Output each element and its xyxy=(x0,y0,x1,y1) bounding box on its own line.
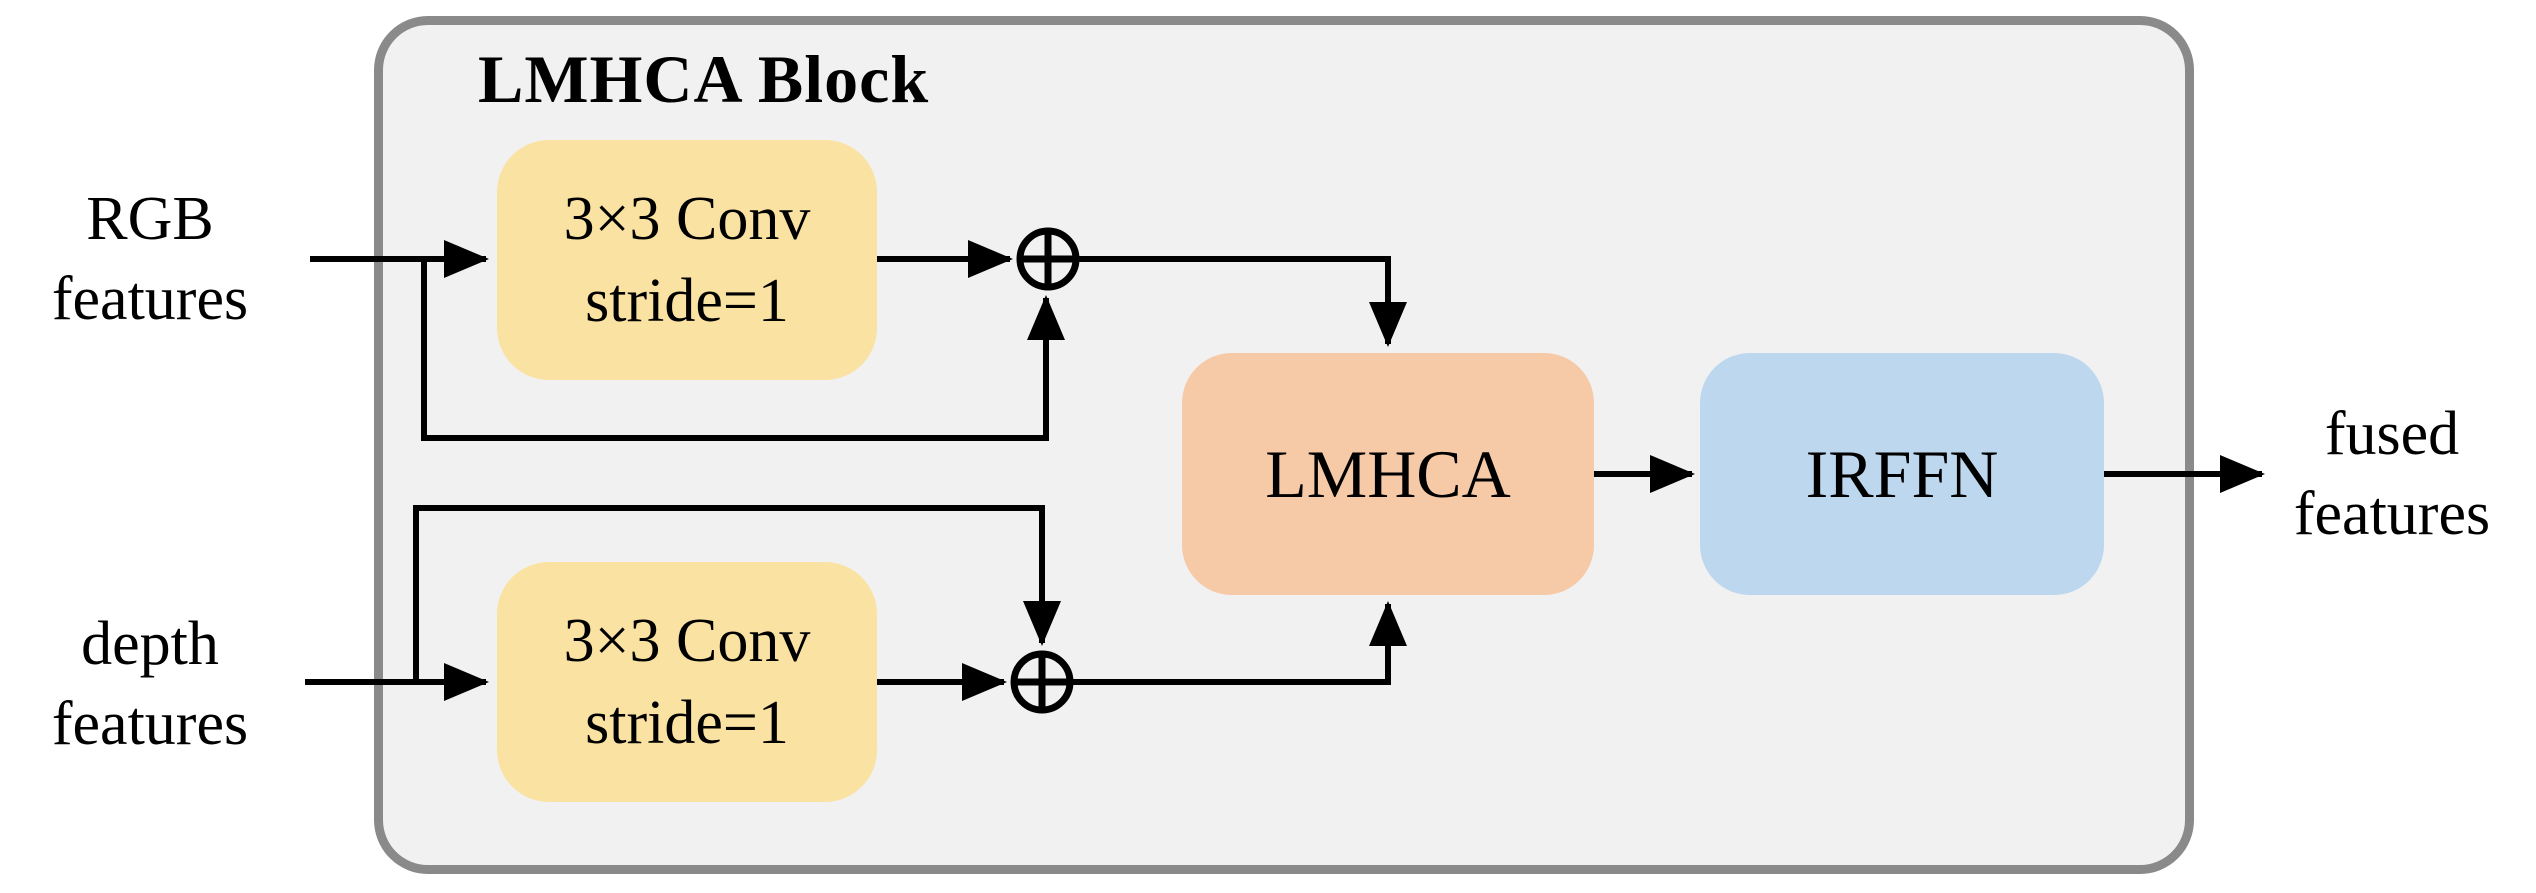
depth-skip-connection xyxy=(413,505,1061,682)
conv-block-rgb-line2: stride=1 xyxy=(585,267,789,335)
depth-features-label-line1: depth xyxy=(81,610,219,678)
diagram-title: LMHCA Block xyxy=(478,41,930,117)
conv-block-depth-line2: stride=1 xyxy=(585,689,789,757)
fused-features-label: fused features xyxy=(2248,394,2536,554)
rgb-skip-connection xyxy=(421,259,1065,441)
fused-features-label-line2: features xyxy=(2293,480,2491,548)
rgb-features-label-line1: RGB xyxy=(86,185,214,253)
irffn-block-label: IRFFN xyxy=(1805,435,1999,512)
add-operator-icon-rgb xyxy=(1016,227,1080,291)
rgb-features-label: RGB features xyxy=(0,179,300,339)
conv-block-depth-line1: 3×3 Conv xyxy=(563,607,811,675)
rgb-sum-to-lmhca-arrow xyxy=(1076,256,1407,347)
irffn-block: IRFFN xyxy=(1700,353,2104,595)
add-operator-icon-depth xyxy=(1010,650,1074,714)
conv-block-rgb-line1: 3×3 Conv xyxy=(563,185,811,253)
rgb-features-label-line2: features xyxy=(51,265,249,333)
conv-block-rgb: 3×3 Conv stride=1 xyxy=(497,140,877,380)
lmhca-block-label: LMHCA xyxy=(1265,435,1511,512)
lmhca-block: LMHCA xyxy=(1182,353,1594,595)
depth-sum-to-lmhca-arrow xyxy=(1070,601,1407,685)
depth-features-label-line2: features xyxy=(51,690,249,758)
depth-features-label: depth features xyxy=(0,604,300,764)
conv-block-depth: 3×3 Conv stride=1 xyxy=(497,562,877,802)
fused-features-label-line1: fused xyxy=(2324,400,2460,468)
